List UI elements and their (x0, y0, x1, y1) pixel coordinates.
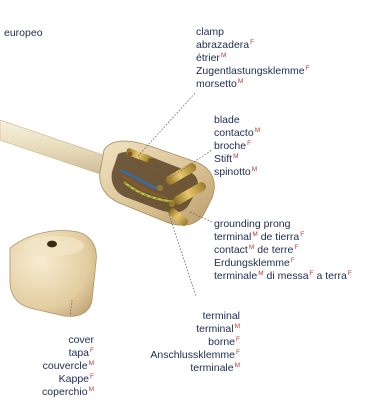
gender-marker: F (348, 270, 352, 277)
term-line: StiftM (214, 153, 260, 166)
term-line: tapaF (10, 347, 94, 360)
term-text: de tierra (258, 231, 299, 243)
gender-marker: M (235, 323, 240, 330)
term-line: blade (214, 114, 260, 127)
term-line: couvercleM (10, 360, 94, 373)
term-text: a terra (314, 270, 347, 282)
cable (0, 120, 112, 176)
term-text: broche (214, 140, 246, 152)
term-text: tapa (69, 347, 89, 359)
term-text: coperchio (42, 386, 88, 398)
term-line: ErdungsklemmeF (214, 257, 352, 270)
term-text: terminale (190, 362, 233, 374)
term-line: borneF (142, 336, 240, 349)
gender-marker: F (294, 244, 298, 251)
term-text: di messa (264, 270, 309, 282)
term-line: ZugentlastungsklemmeF (196, 65, 310, 78)
term-text: Erdungsklemme (214, 257, 290, 269)
gender-marker: F (306, 65, 310, 72)
gender-marker: M (238, 78, 243, 85)
term-text: abrazadera (196, 39, 249, 51)
term-text: morsetto (196, 78, 237, 90)
gender-marker: M (255, 127, 260, 134)
term-line: terminaleM (142, 362, 240, 375)
term-text: grounding prong (214, 218, 290, 230)
term-line: cover (10, 334, 94, 347)
gender-marker: M (89, 360, 94, 367)
gender-marker: F (236, 336, 240, 343)
term-text: Stift (214, 153, 232, 165)
term-text: cover (68, 334, 94, 346)
gender-marker: M (89, 386, 94, 393)
term-line: étrierM (196, 52, 310, 65)
term-text: terminal (203, 310, 240, 322)
term-text: Anschlussklemme (150, 349, 235, 361)
term-text: terminale (214, 270, 257, 282)
term-line: coperchioM (10, 386, 94, 399)
term-line: contactM de terreF (214, 244, 352, 257)
term-text: contact (214, 244, 248, 256)
term-line: abrazaderaF (196, 39, 310, 52)
gender-marker: F (247, 140, 251, 147)
leader-clamp (138, 92, 196, 156)
term-line: terminal (142, 310, 240, 323)
term-line: AnschlussklemmeF (142, 349, 240, 362)
term-text: étrier (196, 52, 220, 64)
plug-body (100, 141, 215, 225)
term-text: terminal (196, 323, 233, 335)
gender-marker: M (252, 166, 257, 173)
term-text: couvercle (43, 360, 88, 372)
term-text: contacto (214, 127, 254, 139)
term-line: contactoM (214, 127, 260, 140)
term-line: KappeF (10, 373, 94, 386)
term-line: terminalM de tierraF (214, 231, 352, 244)
gender-marker: F (90, 347, 94, 354)
gender-marker: F (236, 349, 240, 356)
term-text: Kappe (59, 373, 89, 385)
term-text: blade (214, 114, 240, 126)
term-text: terminal (214, 231, 251, 243)
term-line: spinottoM (214, 166, 260, 179)
gender-marker: F (291, 257, 295, 264)
term-line: terminaleM di messaF a terraF (214, 270, 352, 283)
gender-marker: F (300, 231, 304, 238)
gender-marker: M (221, 52, 226, 59)
term-line: grounding prong (214, 218, 352, 231)
gender-marker: F (90, 373, 94, 380)
gender-marker: F (250, 39, 254, 46)
term-line: brocheF (214, 140, 260, 153)
gender-marker: M (233, 153, 238, 160)
gender-marker: M (235, 362, 240, 369)
term-text: spinotto (214, 166, 251, 178)
term-line: clamp (196, 26, 310, 39)
term-line: morsettoM (196, 78, 310, 91)
term-line: terminalM (142, 323, 240, 336)
term-text: Zugentlastungsklemme (196, 65, 305, 77)
corner-label: europeo (4, 27, 43, 39)
plug-cover (10, 231, 96, 317)
term-text: de terre (254, 244, 293, 256)
term-text: borne (208, 336, 235, 348)
term-text: clamp (196, 26, 224, 38)
